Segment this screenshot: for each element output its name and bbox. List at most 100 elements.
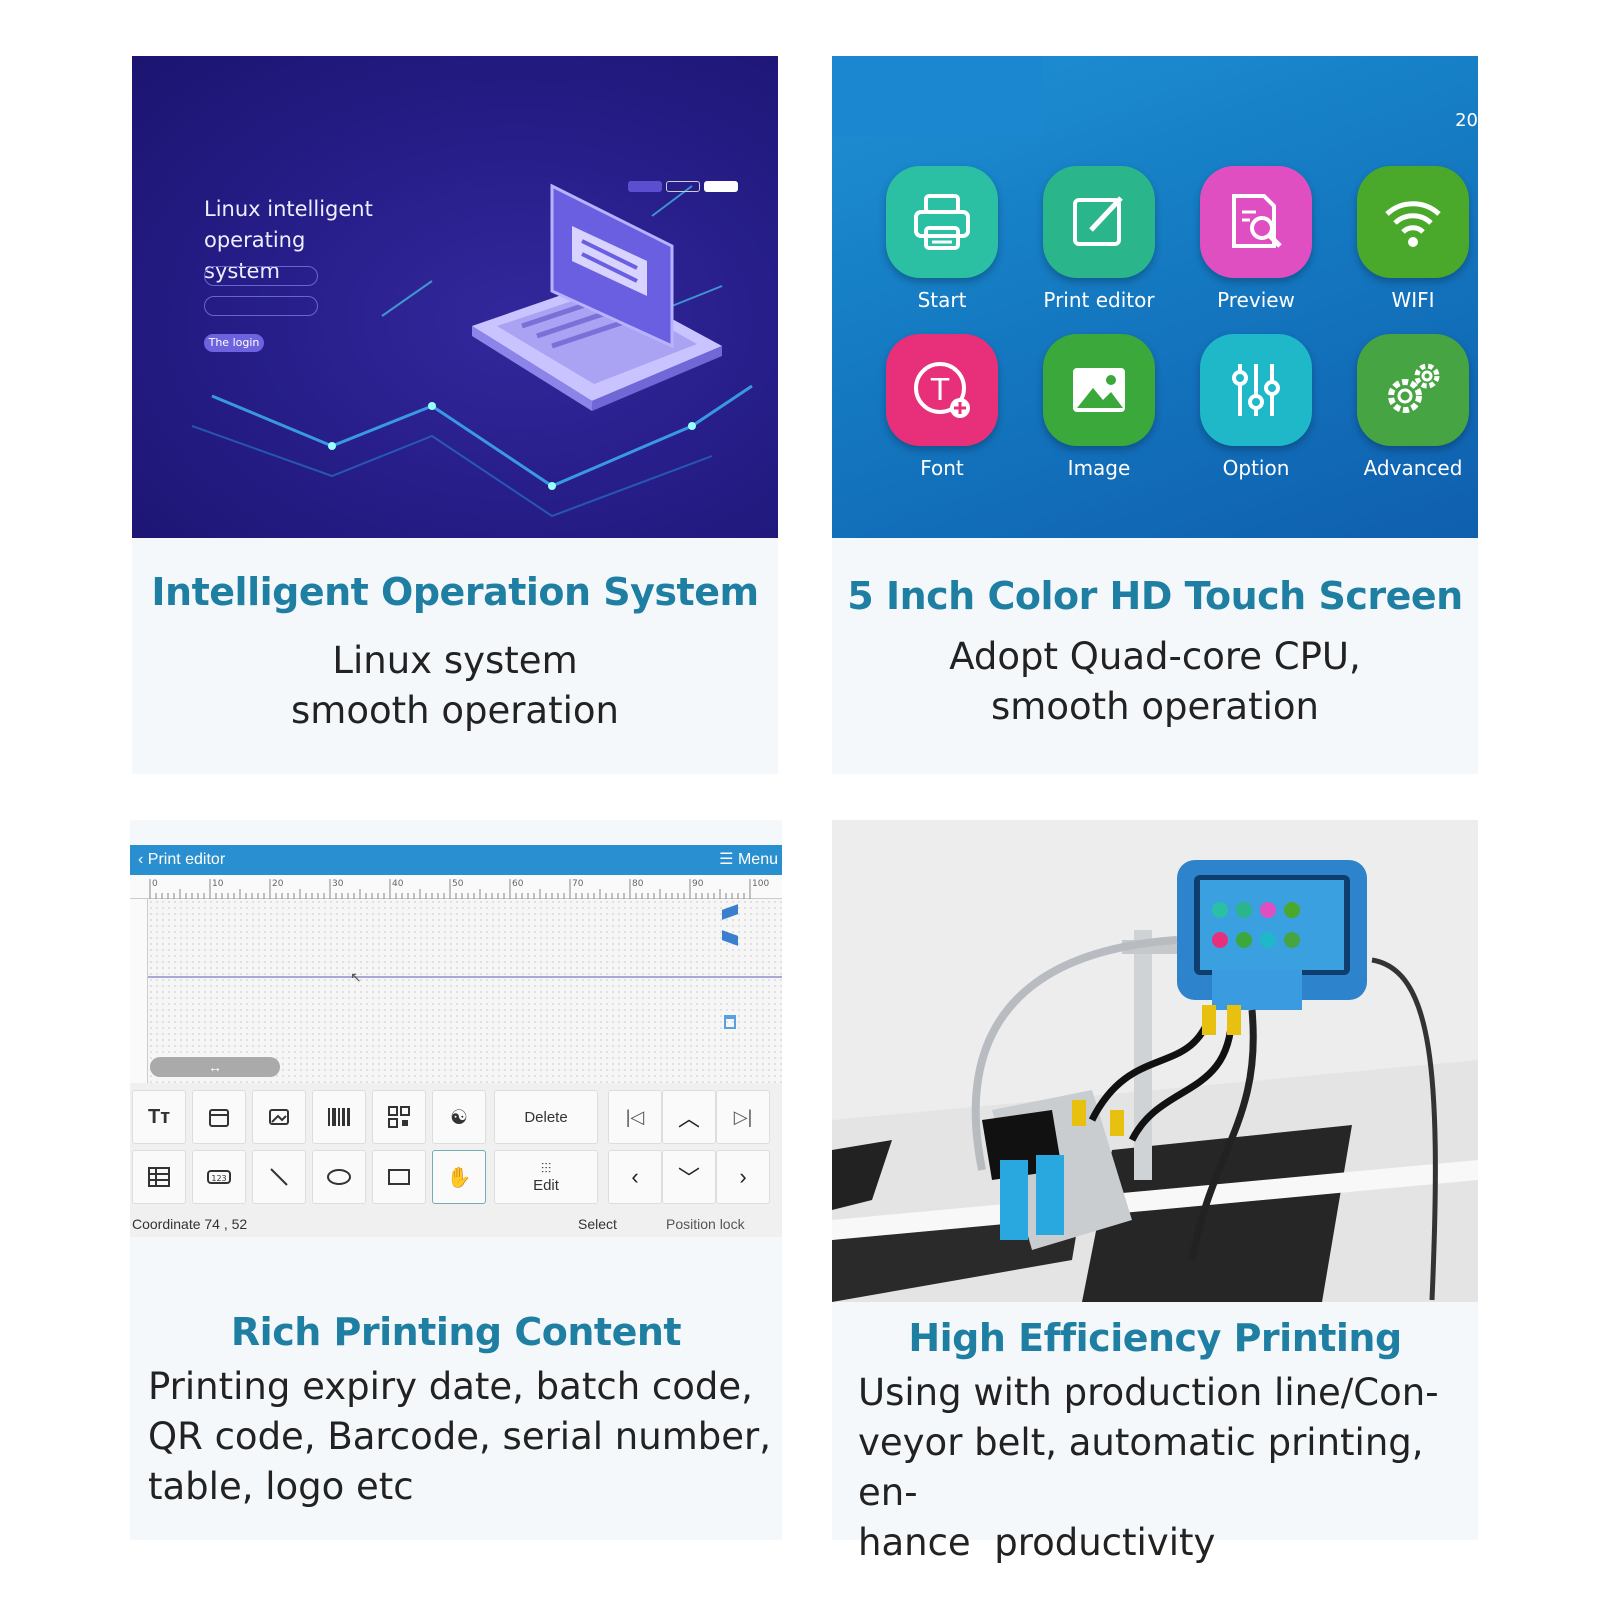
ruler-label: 30 xyxy=(332,879,344,889)
laptop-illustration xyxy=(191,183,753,518)
delete-button[interactable]: Delete xyxy=(494,1090,598,1144)
qrcode-tool-icon[interactable] xyxy=(372,1090,426,1144)
arrow-up-icon[interactable]: ︿ xyxy=(662,1090,716,1144)
editor-canvas[interactable] xyxy=(148,899,782,1083)
app-start[interactable]: Start xyxy=(882,166,1002,312)
edit-icon xyxy=(1043,166,1155,278)
printer-machine-illustration xyxy=(832,860,1478,1302)
app-preview[interactable]: Preview xyxy=(1196,166,1316,312)
app-image[interactable]: Image xyxy=(1039,334,1159,480)
caption-line: smooth operation xyxy=(991,685,1319,728)
gears-icon xyxy=(1357,334,1469,446)
caption-high-efficiency: High Efficiency Printing Using with prod… xyxy=(832,1302,1478,1564)
login-screen-title: Linux intelligent operating system xyxy=(204,197,373,283)
app-label: Preview xyxy=(1217,288,1295,312)
serial-tool-icon[interactable]: 123 xyxy=(192,1150,246,1204)
caption-intelligent-os: Intelligent Operation System Linux syste… xyxy=(132,538,778,774)
caption-line: veyor belt, automatic printing, en- xyxy=(858,1421,1424,1514)
caption-title: Intelligent Operation System xyxy=(151,570,759,614)
caption-touch-screen: 5 Inch Color HD Touch Screen Adopt Quad-… xyxy=(832,538,1478,774)
first-icon[interactable]: |◁ xyxy=(608,1090,662,1144)
ruler-label: 100 xyxy=(752,879,769,889)
svg-text:123: 123 xyxy=(211,1174,226,1183)
caption-title: High Efficiency Printing xyxy=(908,1316,1402,1360)
coordinate-readout: Coordinate 74 , 52 xyxy=(132,1216,248,1232)
arrow-down-icon[interactable]: ﹀ xyxy=(662,1150,716,1204)
position-lock-toggle[interactable]: Position lock xyxy=(666,1216,745,1232)
editor-title: Print editor xyxy=(147,851,226,868)
ruler-label: 70 xyxy=(572,879,584,889)
ruler-label: 90 xyxy=(692,879,704,889)
logo-tool-icon[interactable]: ☯ xyxy=(432,1090,486,1144)
caption-line: hance productivity xyxy=(858,1521,1216,1564)
sliders-small-icon: ⫶⫶⫶ xyxy=(540,1160,552,1176)
ruler-label: 80 xyxy=(632,879,644,889)
editor-status-bar: Coordinate 74 , 52 Select Position lock xyxy=(130,1211,782,1237)
caption-title: Rich Printing Content xyxy=(230,1310,682,1354)
app-wifi[interactable]: WIFI xyxy=(1353,166,1473,312)
date-tool-icon[interactable] xyxy=(192,1090,246,1144)
linux-login-screen: Linux intelligent operating system The l… xyxy=(132,56,778,538)
print-editor-screen: ‹ Print editor ☰ Menu 0 10 20 30 40 50 60 70 80 9… xyxy=(130,845,782,1237)
arrow-right-icon[interactable]: › xyxy=(716,1150,770,1204)
select-mode[interactable]: Select xyxy=(578,1216,617,1232)
trash-icon[interactable] xyxy=(724,1015,736,1029)
ruler-label: 50 xyxy=(452,879,464,889)
app-option[interactable]: Option xyxy=(1196,334,1316,480)
cursor-icon: ↖ xyxy=(350,969,362,985)
caption-line: Linux system xyxy=(332,639,578,682)
username-field[interactable] xyxy=(204,266,318,286)
password-field[interactable] xyxy=(204,296,318,316)
rectangle-tool-icon[interactable] xyxy=(372,1150,426,1204)
menu-label: Menu xyxy=(737,851,778,868)
ruler-label: 20 xyxy=(272,879,284,889)
app-label: WIFI xyxy=(1391,288,1435,312)
app-label: Advanced xyxy=(1363,456,1463,480)
barcode-tool-icon[interactable] xyxy=(312,1090,366,1144)
caption-line: Using with production line/Con- xyxy=(858,1371,1439,1414)
editor-header: ‹ Print editor ☰ Menu xyxy=(130,845,782,875)
edit-label: Edit xyxy=(533,1177,559,1194)
ruler-ticks: 0 10 20 30 40 50 60 70 80 90 100 xyxy=(149,879,769,899)
caption-line: table, logo etc xyxy=(148,1465,414,1508)
printer-photo xyxy=(832,820,1478,1302)
edit-button[interactable]: ⫶⫶⫶Edit xyxy=(494,1150,598,1204)
caption-line: Adopt Quad-core CPU, xyxy=(949,635,1361,678)
image-icon xyxy=(1043,334,1155,446)
caption-line: QR code, Barcode, serial number, xyxy=(148,1415,771,1458)
app-print-editor[interactable]: Print editor xyxy=(1039,166,1159,312)
horizontal-ruler: 0 10 20 30 40 50 60 70 80 90 100 xyxy=(130,875,782,899)
ruler-label: 0 xyxy=(152,879,158,889)
ruler-label: 40 xyxy=(392,879,404,889)
ellipse-tool-icon[interactable] xyxy=(312,1150,366,1204)
touch-screen-home: 20 Start Print editor Preview WIFI T Fon… xyxy=(832,56,1478,538)
hand-tool-icon[interactable]: ✋ xyxy=(432,1150,486,1204)
app-label: Start xyxy=(917,288,967,312)
sliders-icon xyxy=(1200,334,1312,446)
ruler-label: 60 xyxy=(512,879,524,889)
last-icon[interactable]: ▷| xyxy=(716,1090,770,1144)
font-icon: T xyxy=(886,334,998,446)
horizontal-scrollbar[interactable]: ↔ xyxy=(150,1057,280,1077)
app-label: Print editor xyxy=(1043,288,1155,312)
vertical-ruler xyxy=(130,899,148,1083)
menu-button[interactable]: ☰ Menu xyxy=(719,851,778,868)
svg-text:T: T xyxy=(930,373,950,408)
login-button[interactable]: The login xyxy=(204,334,264,352)
caption-line: Printing expiry date, batch code, xyxy=(148,1365,753,1408)
arrow-left-icon[interactable]: ‹ xyxy=(608,1150,662,1204)
line-tool-icon[interactable] xyxy=(252,1150,306,1204)
text-tool-icon[interactable]: Tт xyxy=(132,1090,186,1144)
table-tool-icon[interactable] xyxy=(132,1150,186,1204)
clock-text: 20 xyxy=(1455,110,1478,131)
app-advanced[interactable]: Advanced xyxy=(1353,334,1473,480)
caption-title: 5 Inch Color HD Touch Screen xyxy=(847,574,1463,618)
app-label: Option xyxy=(1222,456,1290,480)
app-font[interactable]: T Font xyxy=(882,334,1002,480)
ruler-label: 10 xyxy=(212,879,224,889)
image-tool-icon[interactable] xyxy=(252,1090,306,1144)
app-label: Image xyxy=(1067,456,1131,480)
back-button[interactable]: ‹ Print editor xyxy=(138,851,226,868)
wifi-icon xyxy=(1357,166,1469,278)
slide-indicator xyxy=(628,176,742,195)
